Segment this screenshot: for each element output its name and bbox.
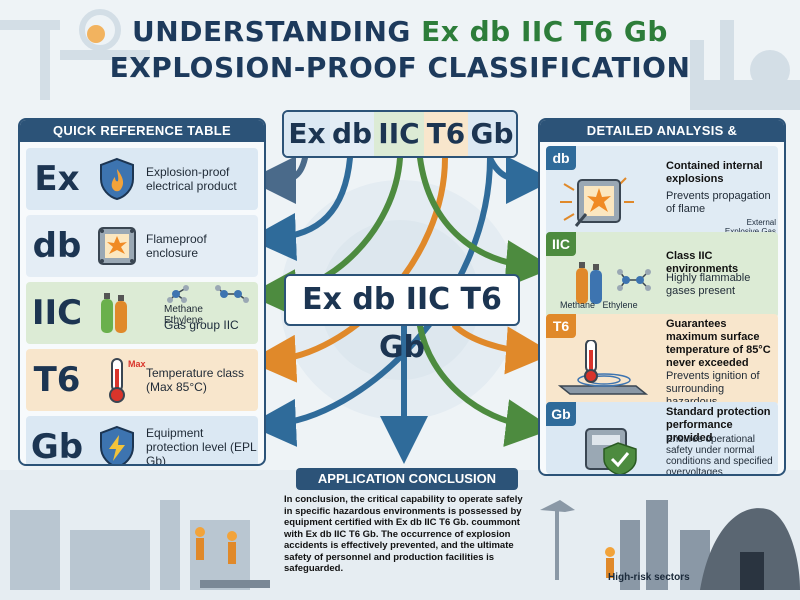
arrow-iic-right bbox=[417, 155, 554, 288]
high-risk-sectors-label: High-risk sectors bbox=[608, 572, 690, 583]
gas-cylinders-icon bbox=[88, 288, 146, 338]
arrow-gb-left bbox=[248, 155, 493, 447]
analysis-row-iic: IIC Methane Ethylene Class IIC environme… bbox=[546, 232, 778, 318]
detailed-analysis-panel: DETAILED ANALYSIS & APPLICATION db Conta… bbox=[538, 118, 786, 476]
ref-code: T6 bbox=[33, 360, 81, 400]
application-conclusion: APPLICATION CONCLUSION In conclusion, th… bbox=[276, 468, 538, 590]
ref-row-db: db Flameproof enclosure bbox=[26, 215, 258, 277]
analysis-tag: IIC bbox=[546, 232, 576, 256]
analysis-title: Standard protection performance provided bbox=[666, 406, 771, 444]
industrial-scene bbox=[0, 470, 800, 600]
ref-row-t6: T6 Max Temperature class (Max 85°C) bbox=[26, 349, 258, 411]
arrow-ex-left bbox=[248, 155, 308, 204]
worker-figure bbox=[195, 527, 237, 564]
flame-shield-icon bbox=[88, 154, 146, 204]
arrow-db-right bbox=[487, 155, 554, 204]
analysis-row-gb: Gb Standard protection performance provi… bbox=[546, 402, 778, 474]
analysis-text: Highly flammable gases present bbox=[666, 272, 751, 297]
lightning-shield-icon bbox=[88, 422, 146, 464]
thermometer-max-label: Max bbox=[128, 359, 146, 369]
title-prefix: UNDERSTANDING bbox=[132, 15, 422, 48]
ref-code: Ex bbox=[34, 159, 80, 199]
gas-labels-right: Methane Ethylene bbox=[560, 300, 638, 310]
detailed-analysis-heading: DETAILED ANALYSIS & APPLICATION bbox=[540, 120, 784, 160]
ref-row-ex: Ex Explosion-proof electrical product bbox=[26, 148, 258, 210]
conclusion-text: In conclusion, the critical capability t… bbox=[284, 494, 523, 574]
ref-desc: Gas group IIC bbox=[164, 318, 239, 332]
title-highlight: Ex db IIC T6 Gb bbox=[421, 15, 668, 48]
analysis-title: Class IIC environments bbox=[666, 250, 739, 275]
page-title: UNDERSTANDING Ex db IIC T6 Gb EXPLOSION-… bbox=[0, 14, 800, 86]
ref-code: db bbox=[32, 226, 82, 266]
ref-code: Gb bbox=[30, 427, 84, 466]
analysis-title: Guarantees maximum surface temperature o… bbox=[666, 318, 771, 369]
center-classification-code: Ex db IIC T6 Gb bbox=[284, 274, 520, 365]
ref-row-gb: Gb Equipment protection level (EPL Gb) bbox=[26, 416, 258, 466]
analysis-title: Contained internal explosions bbox=[666, 160, 763, 185]
analysis-tag: db bbox=[546, 146, 576, 170]
gas-labels: Methane Ethylene bbox=[164, 304, 258, 326]
analysis-row-t6: T6 Guarantees maximum surface temperatur… bbox=[546, 314, 778, 421]
hot-surface-thermometer-icon bbox=[557, 340, 649, 395]
analysis-tag: T6 bbox=[546, 314, 576, 338]
analysis-text: Prevents propagation of flame bbox=[666, 190, 771, 215]
gas-cylinders-molecule-icon bbox=[576, 262, 651, 304]
gas-label-ethylene: Ethylene bbox=[602, 300, 638, 310]
quick-reference-heading: QUICK REFERENCE TABLE bbox=[20, 120, 264, 142]
title-line2: EXPLOSION-PROOF CLASSIFICATION bbox=[109, 51, 691, 84]
molecule-icon bbox=[167, 285, 249, 303]
code-segment-ex: Ex bbox=[284, 112, 330, 156]
analysis-text: Ensures operational safety under normal … bbox=[666, 434, 773, 476]
ref-desc: Equipment protection level (EPL Gb) bbox=[146, 426, 257, 466]
contained-explosion-icon bbox=[560, 177, 634, 227]
thermometer-icon: Max bbox=[88, 355, 146, 405]
quick-reference-panel: QUICK REFERENCE TABLE Ex Explosion-proof… bbox=[18, 118, 266, 466]
arrow-t6-right bbox=[452, 323, 554, 375]
ref-code: IIC bbox=[31, 293, 83, 333]
protected-device-icon bbox=[585, 428, 637, 474]
ref-desc: Temperature class (Max 85°C) bbox=[146, 366, 245, 394]
analysis-row-db: db Contained internal explosions Prevent… bbox=[546, 146, 778, 238]
gas-label-methane: Methane bbox=[164, 304, 203, 315]
code-segment-db: db bbox=[330, 112, 374, 156]
flameproof-enclosure-icon bbox=[88, 221, 146, 271]
ref-row-iic: IIC Methane Ethylene Gas group IIC bbox=[26, 282, 258, 344]
arrow-db-left bbox=[248, 155, 353, 261]
conclusion-heading: APPLICATION CONCLUSION bbox=[296, 468, 518, 490]
external-gas-note: External Explosive Gas bbox=[725, 218, 776, 236]
code-segment-iic: IIC bbox=[374, 112, 424, 156]
ref-desc: Explosion-proof electrical product bbox=[146, 165, 237, 193]
gas-label-methane: Methane bbox=[560, 300, 596, 310]
code-segment-gb: Gb bbox=[468, 112, 516, 156]
ref-desc: Flameproof enclosure bbox=[146, 232, 207, 260]
code-segment-t6: T6 bbox=[424, 112, 468, 156]
classification-code-segments: Ex db IIC T6 Gb bbox=[282, 110, 518, 158]
arrow-gb-right bbox=[417, 323, 554, 447]
gas-label-ethylene: Ethylene bbox=[164, 315, 203, 326]
